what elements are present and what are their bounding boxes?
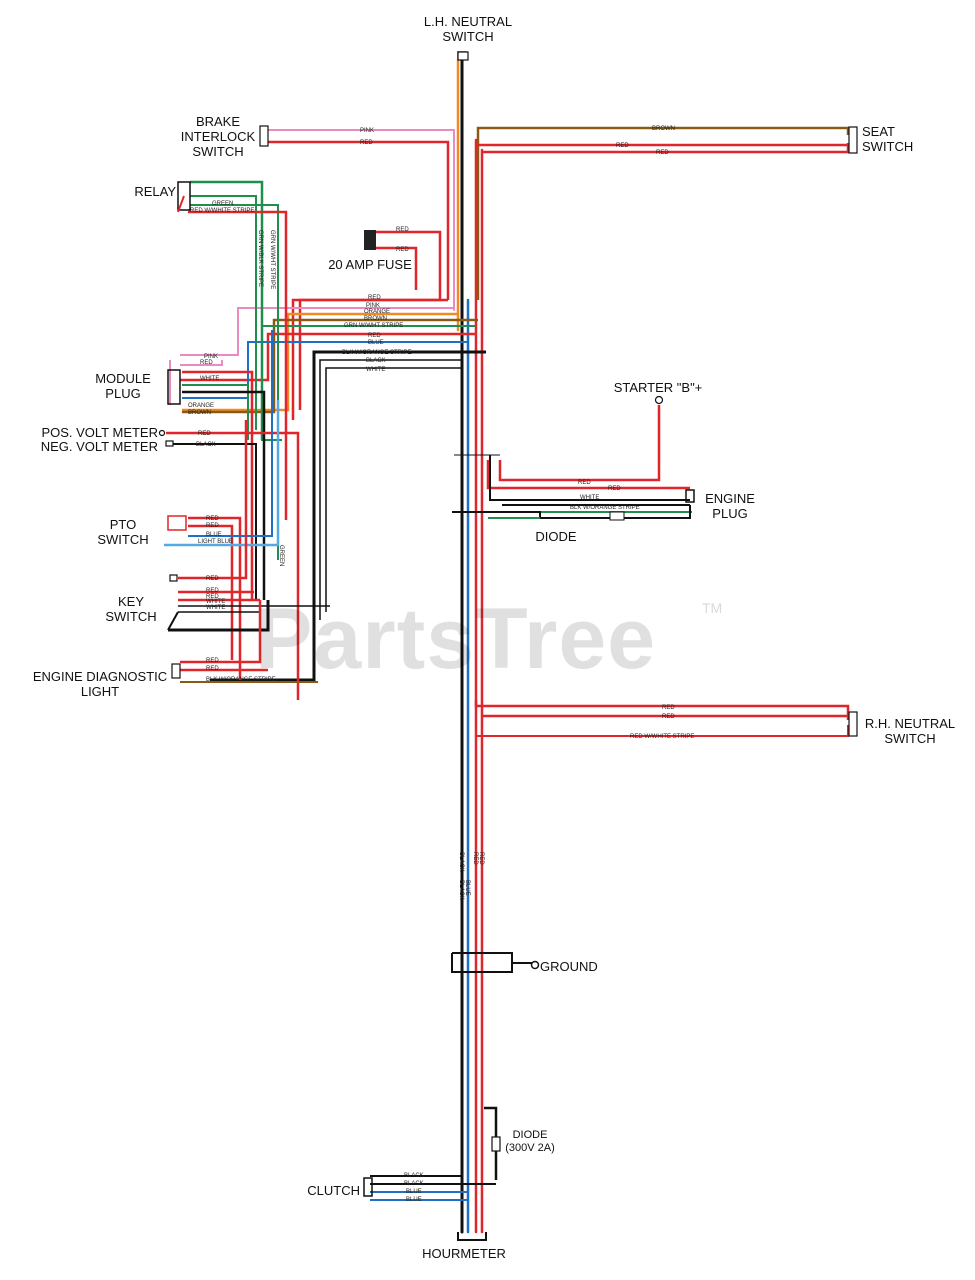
wire-label: PINK: [204, 354, 218, 360]
wire-label: RED: [198, 431, 211, 437]
wire-label: RED W/WHITE STRIPE: [630, 734, 694, 740]
pto-wires: [164, 330, 280, 680]
wire-label: GRN W/WHT STRIPE: [344, 323, 403, 329]
wire-label: RED: [206, 594, 219, 600]
wire-label: GRN W/BLK STRIPE: [257, 230, 263, 287]
ground-label: GROUND: [540, 959, 598, 974]
wire-label: RED: [478, 852, 484, 865]
wire-labels: PINK RED BROWN RED RED GREEN RED W/WHITE…: [188, 126, 694, 1203]
hourmeter-wires: [457, 1232, 487, 1241]
wire-label: BLK W/ORANGE STRIPE: [342, 350, 412, 356]
starter-label: STARTER "B"+: [613, 380, 703, 395]
wire-label: RED: [608, 486, 621, 492]
wire-label: RED W/WHITE STRIPE: [190, 208, 254, 214]
wire-label: BLACK: [458, 880, 464, 900]
connector-ends: [158, 51, 858, 737]
clutch-wires: [363, 1106, 501, 1201]
wire-label: BLACK: [404, 1173, 424, 1179]
wire-label: RED: [206, 576, 219, 582]
fuse-label: 20 AMP FUSE: [328, 257, 412, 272]
wire-label: GREEN: [212, 201, 233, 207]
diag-light-wires: [180, 600, 318, 683]
wire-label: RED: [200, 360, 213, 366]
diode-lower-label: DIODE(300V 2A): [505, 1129, 555, 1154]
wire-label: RED: [578, 480, 591, 486]
wire-label: RED: [662, 714, 675, 720]
wire-label: WHITE: [206, 599, 225, 605]
wire-label: RED: [206, 666, 219, 672]
wire-label: RED: [368, 295, 381, 301]
ground-wires: [451, 952, 540, 973]
wire-label: RED: [396, 247, 409, 253]
wire-label: RED: [656, 150, 669, 156]
wire-label: RED: [368, 333, 381, 339]
trademark: TM: [702, 600, 723, 616]
wire-label: BLUE: [368, 340, 384, 346]
wire-label: BLACK: [458, 852, 464, 872]
wire-label: RED: [472, 852, 478, 865]
diode-upper-label: DIODE: [535, 529, 577, 544]
wire-label: BLACK: [366, 358, 386, 364]
wire-label: GREEN: [278, 545, 284, 566]
engine-plug-wires: [452, 405, 695, 521]
wire-label: WHITE: [206, 605, 225, 611]
wire-label: BLUE: [206, 532, 222, 538]
wire-label: RED: [206, 658, 219, 664]
wire-label: RED: [616, 143, 629, 149]
wire-label: RED: [206, 516, 219, 522]
wire-label: PINK: [360, 128, 374, 134]
wire-label: BLACK: [404, 1181, 424, 1187]
pos-volt-meter-label: POS. VOLT METER: [41, 425, 158, 440]
wire-label: BROWN: [652, 126, 675, 132]
wire-label: RED: [662, 705, 675, 711]
wire-label: BLUE: [406, 1189, 422, 1195]
wire-label: BROWN: [188, 410, 211, 416]
wire-label: BLK W/ORANGE STRIPE: [206, 677, 276, 683]
wire-label: BLACK: [196, 442, 216, 448]
wire-label: PINK: [366, 303, 380, 309]
wire-label: RED: [396, 227, 409, 233]
wire-label: WHITE: [580, 495, 599, 501]
wire-label: RED: [360, 140, 373, 146]
wire-label: BLK W/ORANGE STRIPE: [570, 505, 640, 511]
volt-meter-wires: [166, 431, 300, 700]
wire-label: ORANGE: [188, 403, 214, 409]
wire-label: LIGHT BLUE: [198, 539, 233, 545]
wire-label: GRN W/WHT STRIPE: [269, 230, 275, 289]
wire-label: BLUE: [406, 1197, 422, 1203]
clutch-label: CLUTCH: [307, 1183, 360, 1198]
relay-label: RELAY: [134, 184, 176, 199]
wire-label: WHITE: [200, 376, 219, 382]
hourmeter-label: HOURMETER: [422, 1246, 506, 1261]
wire-label: BROWN: [364, 316, 387, 322]
rh-neutral-wires: [474, 700, 850, 737]
wire-label: BLUE: [464, 880, 470, 896]
neg-volt-meter-label: NEG. VOLT METER: [40, 439, 158, 454]
wire-label: ORANGE: [364, 309, 390, 315]
wire-label: RED: [206, 523, 219, 529]
wire-label: RED: [206, 588, 219, 594]
watermark: PartsTree: [255, 591, 657, 687]
module-plug-wires: [167, 360, 266, 600]
key-switch-wires: [167, 420, 330, 632]
wire-label: WHITE: [366, 367, 385, 373]
